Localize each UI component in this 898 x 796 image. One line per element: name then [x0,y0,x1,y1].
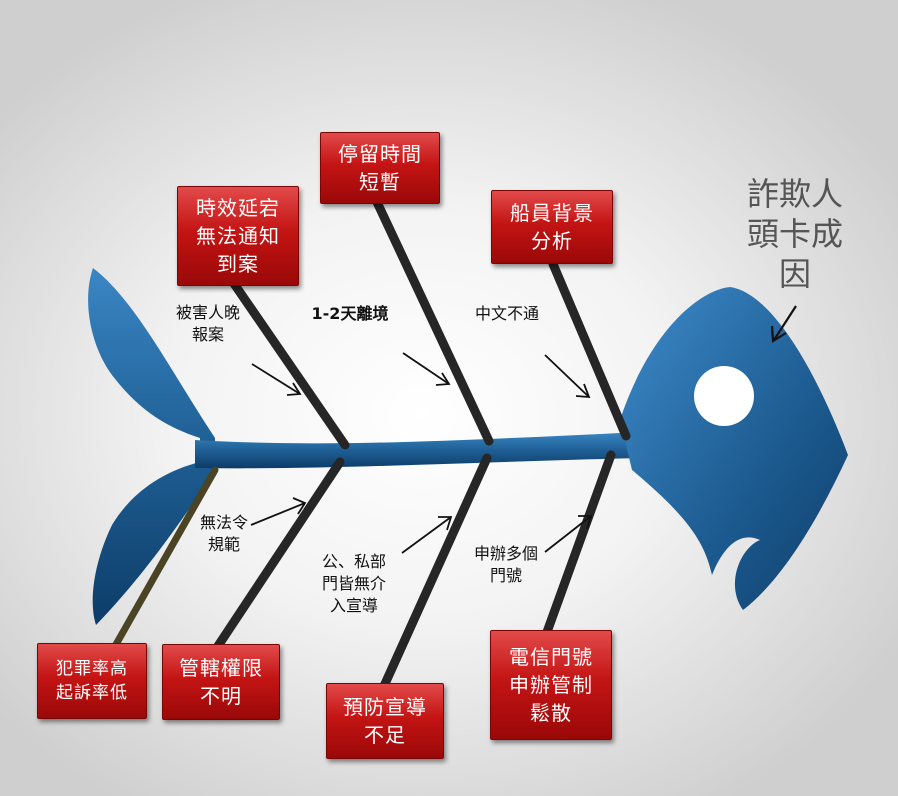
cause-box-low-prosecution: 犯罪率高 起訴率低 [37,643,147,719]
fish-tail [88,268,215,625]
diagram-title: 詐欺人 頭卡成 因 [746,175,843,293]
arrow-late-report [251,363,302,396]
cause-box-prevention: 預防宣導 不足 [326,683,444,759]
bone-top-1 [221,267,350,450]
bone-bottom-3 [379,453,492,691]
label-late-report: 被害人晚 報案 [175,303,240,344]
label-multiple-numbers: 申辦多個 門號 [473,544,538,585]
arrow-short-stay [402,352,451,386]
bone-top-3 [548,259,631,441]
arrow-multiple-numbers [544,515,593,553]
bone-bottom-1 [106,466,219,659]
arrow-no-law [250,497,307,526]
fish-spine [195,432,642,469]
fish-eye [694,366,754,426]
cause-box-jurisdiction: 管轄權限 不明 [162,644,280,720]
cause-box-crew-background: 船員背景 分析 [491,190,613,264]
label-language: 中文不通 [474,304,539,323]
label-short-stay: 1-2天離境 [311,304,389,323]
fish-head [620,287,848,610]
label-no-law: 無法令 規範 [199,513,248,554]
cause-box-telecom-control: 電信門號 申辦管制 鬆散 [490,630,612,740]
label-no-outreach: 公、私部 門皆無介 入宣導 [321,552,386,615]
bone-top-2 [371,195,494,446]
title-arrow [773,305,797,341]
cause-box-short-stay: 停留時間 短暫 [320,132,440,204]
cause-box-delayed-notification: 時效延宕 無法通知 到案 [177,186,299,286]
bone-bottom-4 [542,450,616,637]
arrow-no-outreach [401,516,453,554]
bone-bottom-2 [209,457,345,657]
arrow-language [544,354,591,399]
